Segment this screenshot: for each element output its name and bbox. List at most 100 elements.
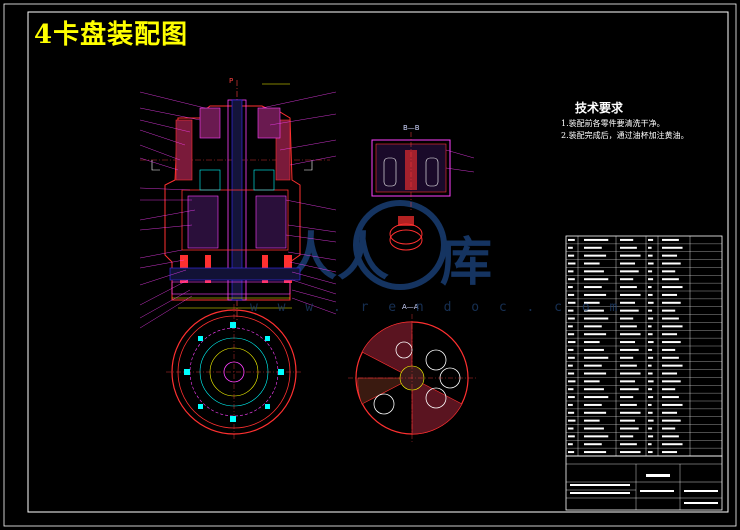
parts-cell-mark (568, 396, 575, 399)
parts-cell-mark (662, 443, 683, 446)
parts-cell-mark (620, 293, 641, 296)
parts-cell-mark (648, 380, 654, 383)
parts-cell-mark (620, 286, 637, 289)
svg-text:人人: 人人 (285, 228, 389, 288)
parts-cell-mark (662, 411, 678, 414)
parts-cell-mark (584, 419, 600, 422)
parts-cell-mark (584, 278, 609, 281)
parts-cell-mark (648, 325, 652, 328)
parts-cell-mark (662, 262, 681, 265)
svg-text:库: 库 (440, 233, 492, 293)
parts-cell-mark (648, 238, 654, 241)
parts-cell-mark (662, 333, 678, 336)
parts-cell-mark (620, 419, 636, 422)
parts-cell-mark (648, 293, 653, 296)
parts-cell-mark (584, 427, 604, 430)
parts-cell-mark (568, 246, 573, 249)
parts-cell-mark (662, 372, 678, 375)
parts-cell-mark (648, 278, 654, 281)
parts-cell-mark (568, 341, 576, 344)
parts-cell-mark (584, 396, 609, 399)
parts-cell-mark (648, 254, 653, 257)
parts-cell-mark (662, 356, 679, 359)
parts-cell-mark (584, 388, 604, 391)
parts-cell-mark (568, 286, 573, 289)
title-block (565, 455, 723, 511)
parts-cell-mark (568, 388, 574, 391)
parts-cell-mark (568, 278, 575, 281)
parts-cell-mark (584, 333, 607, 336)
parts-cell-mark (648, 309, 653, 312)
parts-cell-mark (662, 419, 681, 422)
parts-cell-mark (568, 411, 575, 414)
parts-cell-mark (648, 411, 653, 414)
parts-list-table (565, 235, 723, 457)
tech-requirements-heading: 技术要求 (575, 101, 624, 115)
parts-cell-mark (568, 356, 575, 359)
main-section-view (140, 80, 330, 320)
parts-cell-mark (648, 427, 653, 430)
parts-cell-mark (568, 419, 576, 422)
parts-cell-mark (620, 411, 641, 414)
parts-cell-mark (620, 325, 637, 328)
parts-cell-mark (584, 348, 604, 351)
parts-cell-mark (648, 388, 653, 391)
tech-requirement-2: 2.装配完成后，通过油杯加注黄油。 (561, 131, 689, 140)
parts-cell-mark (620, 356, 634, 359)
parts-cell-mark (568, 348, 574, 351)
parts-cell-mark (584, 301, 600, 304)
section-a-view (348, 314, 476, 442)
parts-cell-mark (584, 254, 607, 257)
parts-cell-mark (568, 364, 573, 367)
parts-cell-mark (584, 246, 602, 249)
parts-cell-mark (584, 451, 607, 454)
parts-cell-mark (648, 356, 654, 359)
parts-cell-mark (568, 262, 576, 265)
parts-cell-mark (568, 270, 574, 273)
parts-cell-mark (662, 254, 678, 257)
parts-cell-mark (648, 262, 654, 265)
parts-cell-mark (620, 309, 639, 312)
parts-cell-mark (648, 419, 654, 422)
leader-lines-left (139, 91, 206, 329)
parts-cell-mark (648, 451, 653, 454)
leader-lines-right (261, 91, 337, 315)
parts-cell-mark (620, 254, 641, 257)
parts-cell-mark (568, 435, 575, 438)
parts-cell-mark (662, 403, 683, 406)
parts-cell-mark (662, 396, 679, 399)
parts-cell-mark (620, 427, 639, 430)
parts-cell-mark (620, 396, 634, 399)
parts-cell-mark (584, 238, 609, 241)
parts-cell-mark (568, 443, 573, 446)
section-p-label: P (229, 77, 234, 85)
parts-cell-mark (584, 380, 600, 383)
parts-cell-mark (662, 325, 683, 328)
watermark-logo: 人人 库 (285, 200, 492, 293)
parts-cell-mark (648, 364, 652, 367)
parts-cell-mark (648, 403, 652, 406)
parts-cell-mark (620, 388, 639, 391)
parts-cell-mark (568, 238, 575, 241)
outer-frame (3, 3, 737, 527)
parts-cell-mark (648, 333, 653, 336)
parts-cell-mark (568, 317, 575, 320)
parts-cell-mark (620, 246, 637, 249)
watermark-url: w w w . r e n d o c . c o m (250, 300, 624, 315)
parts-cell-mark (662, 427, 676, 430)
parts-cell-mark (620, 262, 636, 265)
parts-cell-mark (568, 380, 576, 383)
parts-cell-mark (648, 301, 654, 304)
parts-cell-mark (620, 435, 634, 438)
parts-cell-mark (662, 341, 681, 344)
parts-cell-mark (568, 333, 575, 336)
parts-cell-mark (662, 301, 681, 304)
parts-cell-mark (584, 286, 602, 289)
parts-cell-mark (662, 309, 676, 312)
parts-cell-mark (620, 364, 637, 367)
parts-cell-mark (584, 341, 600, 344)
parts-cell-mark (648, 270, 653, 273)
tech-requirement-1: 1.装配前各零件要清洗干净。 (561, 119, 665, 128)
parts-cell-mark (648, 317, 654, 320)
